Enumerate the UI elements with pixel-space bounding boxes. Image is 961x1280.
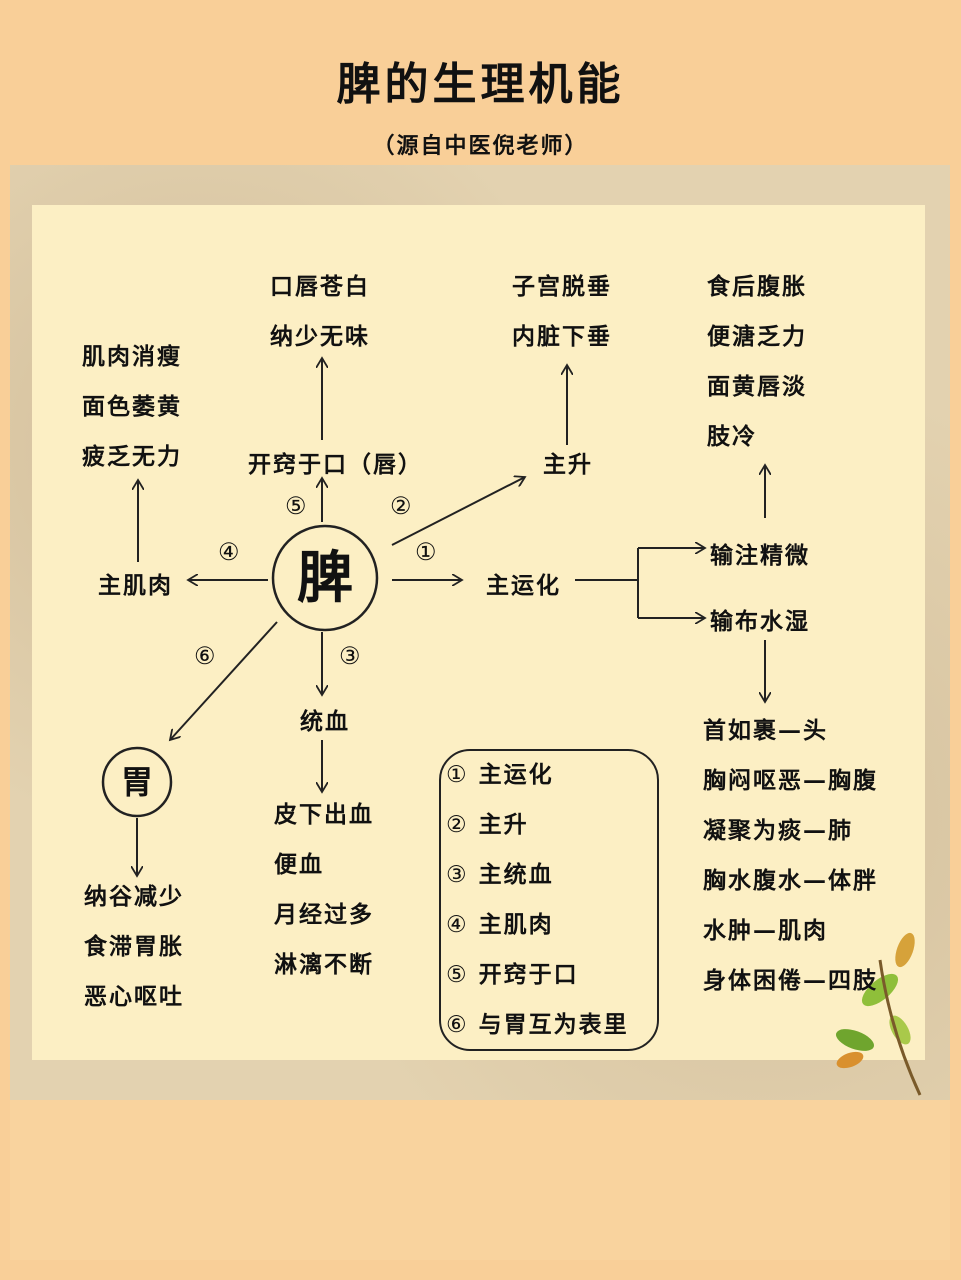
page-subtitle: （源自中医倪老师） <box>372 133 589 159</box>
symptoms-wei: 纳谷减少食滞胃胀恶心呕吐 <box>84 883 184 1010</box>
spleen-node: 脾 <box>297 545 353 611</box>
diagram-panel <box>32 205 925 1060</box>
node-yunhua: 主运化 <box>486 572 561 599</box>
symptoms-shuzhu: 食后腹胀便溏乏力面黄唇淡肢冷 <box>707 273 807 450</box>
node-shuzhu: 输注精微 <box>710 542 810 569</box>
page-title: 脾的生理机能 <box>336 59 625 110</box>
legend-box <box>439 749 659 1051</box>
legend-item: ③ 主统血 <box>446 861 554 888</box>
legend-item: ⑥ 与胃互为表里 <box>446 1011 629 1038</box>
arrow-spleen-sheng <box>391 477 525 546</box>
stomach-node: 胃 <box>120 763 153 801</box>
legend-item: ② 主升 <box>446 811 529 838</box>
leaf-decoration <box>835 932 922 1096</box>
symptoms-jirou: 肌肉消瘦面色萎黄疲乏无力 <box>82 343 182 470</box>
symptoms-kou: 口唇苍白纳少无味 <box>270 273 370 350</box>
stomach-circle <box>101 746 173 818</box>
legend-list: ① 主运化 ② 主升 ③ 主统血 ④ 主肌肉 ⑤ 开窍于口 ⑥ 与胃互为表里 <box>446 750 629 1050</box>
symptoms-tongxue: 皮下出血便血月经过多淋漓不断 <box>274 801 374 978</box>
legend-item: ① 主运化 <box>446 761 554 788</box>
number-1: ① <box>415 538 437 566</box>
number-6: ⑥ <box>194 642 216 670</box>
number-3: ③ <box>339 642 361 670</box>
symptoms-sheng: 子宫脱垂内脏下垂 <box>512 273 612 350</box>
node-tongxue: 统血 <box>300 708 350 735</box>
legend-item: ⑤ 开窍于口 <box>446 961 579 988</box>
symptoms-shubu: 首如裹—头胸闷呕恶—胸腹凝聚为痰—肺 胸水腹水—体胖水肿—肌肉身体困倦—四肢 <box>703 717 878 994</box>
node-jirou: 主肌肉 <box>98 572 173 599</box>
number-5: ⑤ <box>285 492 307 520</box>
number-2: ② <box>390 492 412 520</box>
number-4: ④ <box>218 538 240 566</box>
node-kaiqiao: 开窍于口（唇） <box>248 451 423 478</box>
spleen-circle <box>271 524 379 632</box>
arrow-spleen-stomach <box>170 621 278 740</box>
node-shubu: 输布水湿 <box>710 608 810 635</box>
bottom-band <box>10 1100 950 1260</box>
legend-item: ④ 主肌肉 <box>446 911 554 938</box>
node-sheng: 主升 <box>543 451 593 478</box>
